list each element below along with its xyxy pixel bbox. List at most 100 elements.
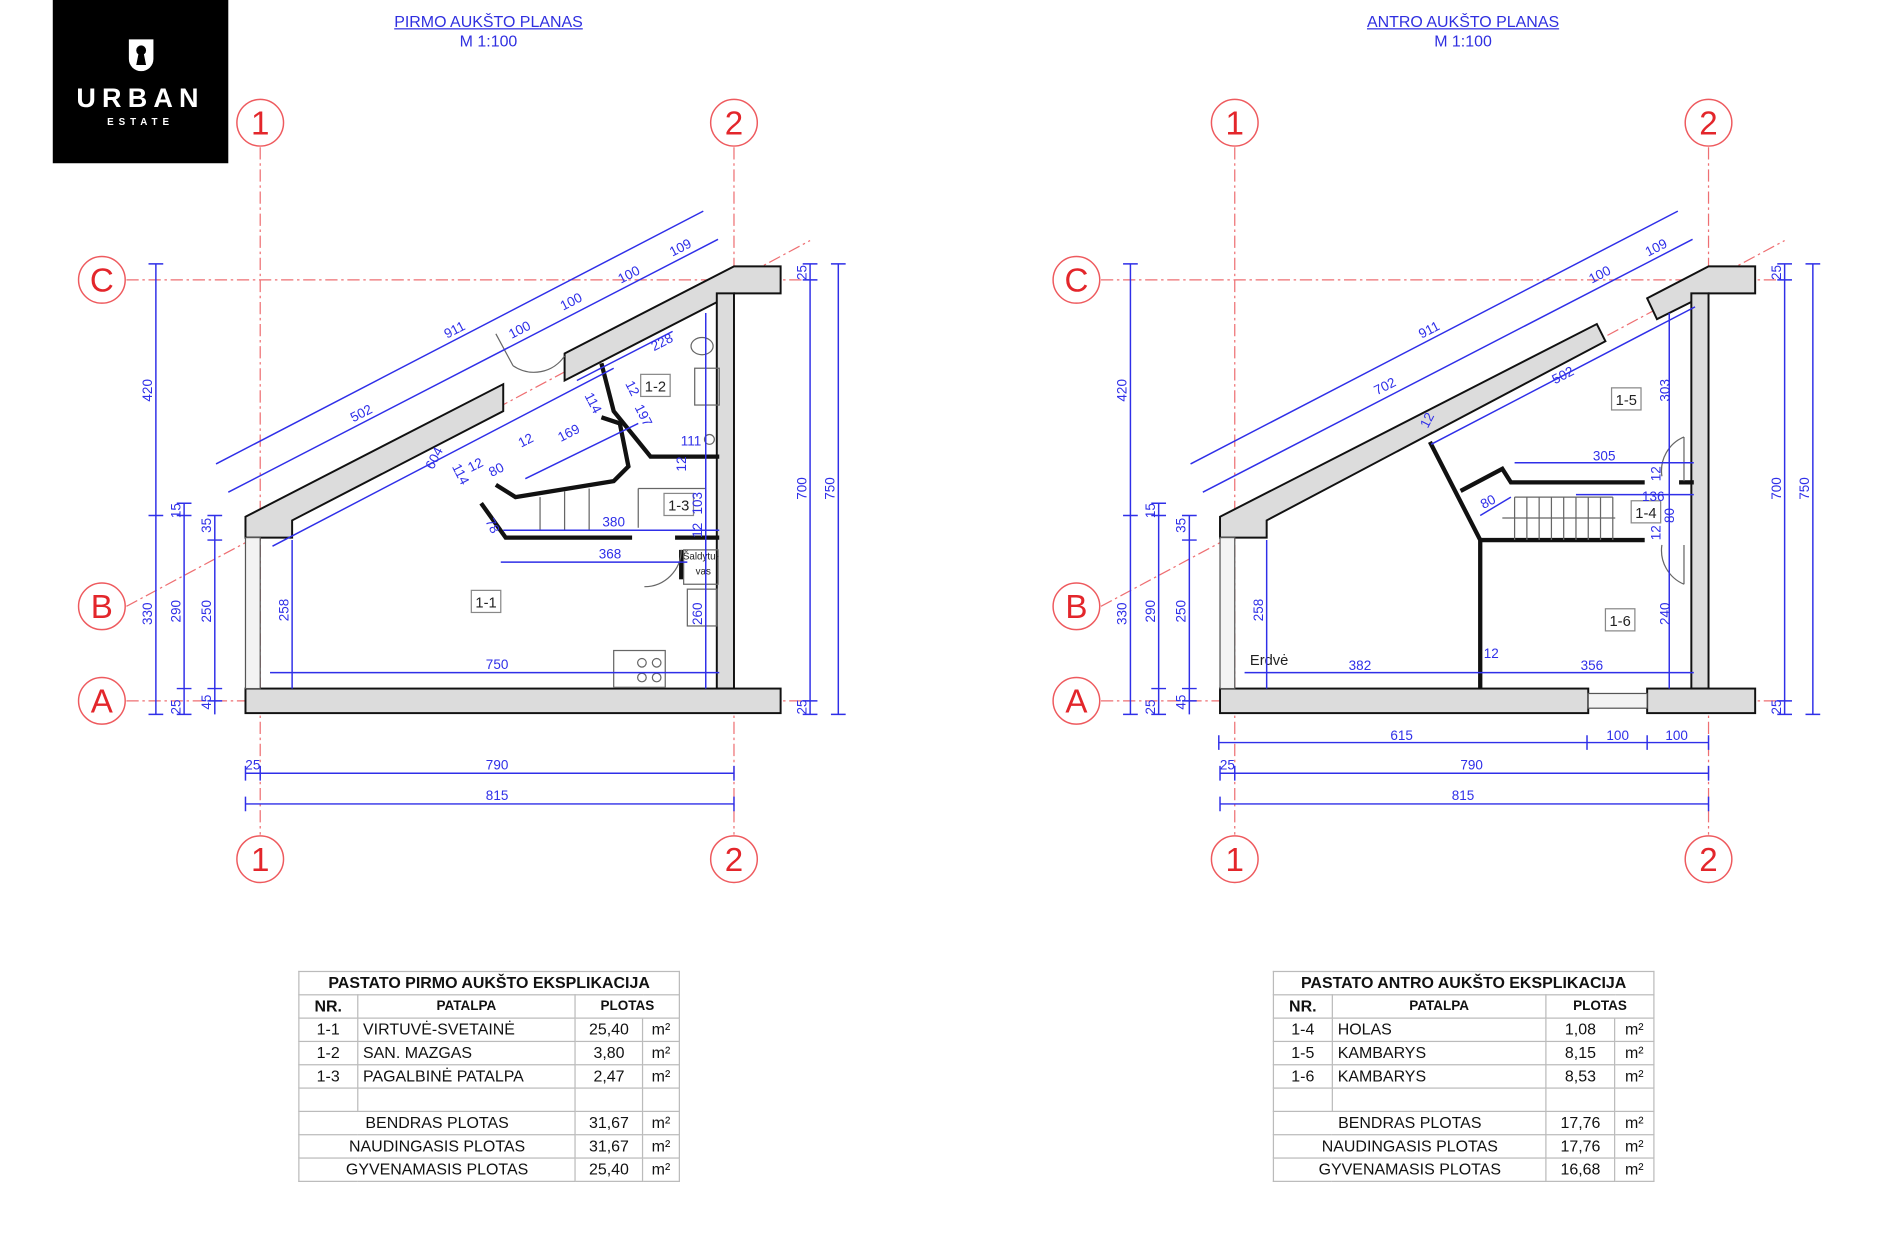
dim-label: 911 <box>442 318 468 341</box>
dim-label: 80 <box>1478 492 1498 512</box>
grid-label-1: 1 <box>1226 842 1244 879</box>
grid-label-2: 2 <box>725 842 743 879</box>
total-label: GYVENAMASIS PLOTAS <box>298 1157 576 1182</box>
plan-title: ANTRO AUKŠTO PLANAS <box>1366 12 1560 31</box>
dim-label: 303 <box>1657 379 1672 402</box>
dim-label: 420 <box>1115 379 1130 402</box>
dim-label: 911 <box>1416 318 1442 341</box>
total-label: NAUDINGASIS PLOTAS <box>1272 1134 1547 1159</box>
total-area: 31,67 <box>574 1134 644 1159</box>
total-area: 17,76 <box>1545 1134 1616 1159</box>
dim-label: 290 <box>168 600 183 623</box>
cell-nr: 1-3 <box>298 1064 359 1089</box>
cell-room: HOLAS <box>1331 1017 1547 1043</box>
table-title: PASTATO ANTRO AUKŠTO EKSPLIKACIJA <box>1272 970 1655 996</box>
dim-label: 169 <box>555 421 582 445</box>
partitions: Šaldytu- vas <box>479 336 720 688</box>
grid-label-1: 1 <box>251 105 269 142</box>
cell-nr: 1-4 <box>1272 1017 1333 1043</box>
grid-label-a: A <box>91 684 114 721</box>
dim-label: 109 <box>1643 236 1670 260</box>
dim-label: 382 <box>1349 658 1372 673</box>
cell-area: 1,08 <box>1545 1017 1616 1043</box>
total-area: 16,68 <box>1545 1157 1616 1182</box>
total-label: BENDRAS PLOTAS <box>1272 1110 1547 1136</box>
cell-area: 25,40 <box>574 1017 644 1043</box>
cell-unit: m² <box>642 1110 680 1136</box>
partitions <box>1427 436 1694 689</box>
col-header-room: PATALPA <box>356 994 576 1019</box>
dim-label: 100 <box>506 318 533 342</box>
dim-label: 258 <box>276 599 291 622</box>
grid-label-1: 1 <box>1226 105 1244 142</box>
grid-label-b: B <box>91 589 113 626</box>
col-header-room: PATALPA <box>1331 994 1547 1019</box>
dim-label: 80 <box>1662 508 1677 523</box>
table-row-empty <box>298 1087 680 1113</box>
dim-label: 12 <box>1417 410 1437 430</box>
dim-label: 240 <box>1657 602 1672 625</box>
dim-label: 250 <box>1174 600 1189 623</box>
cell-nr: 1-5 <box>1272 1040 1333 1066</box>
dim-label: 330 <box>140 602 155 625</box>
grid-label-c: C <box>90 263 114 300</box>
dim-label: 330 <box>1115 602 1130 625</box>
cell-room: KAMBARYS <box>1331 1040 1547 1066</box>
dim-label: 25 <box>794 265 809 280</box>
cell-unit: m² <box>642 1040 680 1066</box>
cell-area: 3,80 <box>574 1040 644 1066</box>
dim-label: 356 <box>1581 658 1604 673</box>
cell-nr: 1-1 <box>298 1017 359 1043</box>
room-label: 1-2 <box>645 380 666 396</box>
cell-room: VIRTUVĖ-SVETAINĖ <box>356 1017 576 1043</box>
fridge-label: vas <box>696 566 711 577</box>
dim-label: 700 <box>794 477 809 500</box>
dim-label: 368 <box>599 546 622 561</box>
dim-label: 111 <box>681 434 702 449</box>
dim-label: 380 <box>602 515 625 530</box>
room-label: 1-3 <box>668 499 689 515</box>
grid-label-b: B <box>1065 589 1087 626</box>
dim-label: 750 <box>823 477 838 500</box>
dim-label: 12 <box>465 455 485 475</box>
second-floor-title: ANTRO AUKŠTO PLANAS M 1:100 <box>1303 12 1622 51</box>
cell-unit: m² <box>642 1017 680 1043</box>
dim-label: 78 <box>482 516 502 536</box>
walls <box>1219 265 1757 715</box>
grid-markers: 1 2 1 2 C B A <box>77 98 759 884</box>
dim-label: 109 <box>667 236 694 260</box>
cell-unit: m² <box>642 1064 680 1089</box>
dim-label: 100 <box>615 263 642 287</box>
cell-unit: m² <box>1614 1040 1655 1066</box>
walls <box>244 265 782 715</box>
dim-label: 25 <box>1769 699 1784 714</box>
room-labels: 1-5 1-4 1-6 Erdvė <box>1250 387 1662 669</box>
table-row-empty <box>1272 1087 1655 1113</box>
dim-label: 305 <box>1593 448 1616 463</box>
col-header-area: PLOTAS <box>574 994 680 1019</box>
dim-label: 25 <box>1769 265 1784 280</box>
dim-label: 750 <box>1797 477 1812 500</box>
dim-label: 25 <box>168 699 183 714</box>
table-title: PASTATO PIRMO AUKŠTO EKSPLIKACIJA <box>298 970 680 996</box>
dim-label: 12 <box>1484 646 1499 661</box>
first-floor-explication-table: PASTATO PIRMO AUKŠTO EKSPLIKACIJA NR.PAT… <box>298 970 680 1182</box>
keyhole-icon <box>128 39 153 72</box>
plan-scale: M 1:100 <box>459 31 518 51</box>
room-label: 1-4 <box>1635 506 1656 522</box>
dim-label: 80 <box>486 460 506 480</box>
dim-label: 12 <box>674 456 689 471</box>
cell-unit: m² <box>1614 1157 1655 1182</box>
cell-nr: 1-2 <box>298 1040 359 1066</box>
cell-room: SAN. MAZGAS <box>356 1040 576 1066</box>
